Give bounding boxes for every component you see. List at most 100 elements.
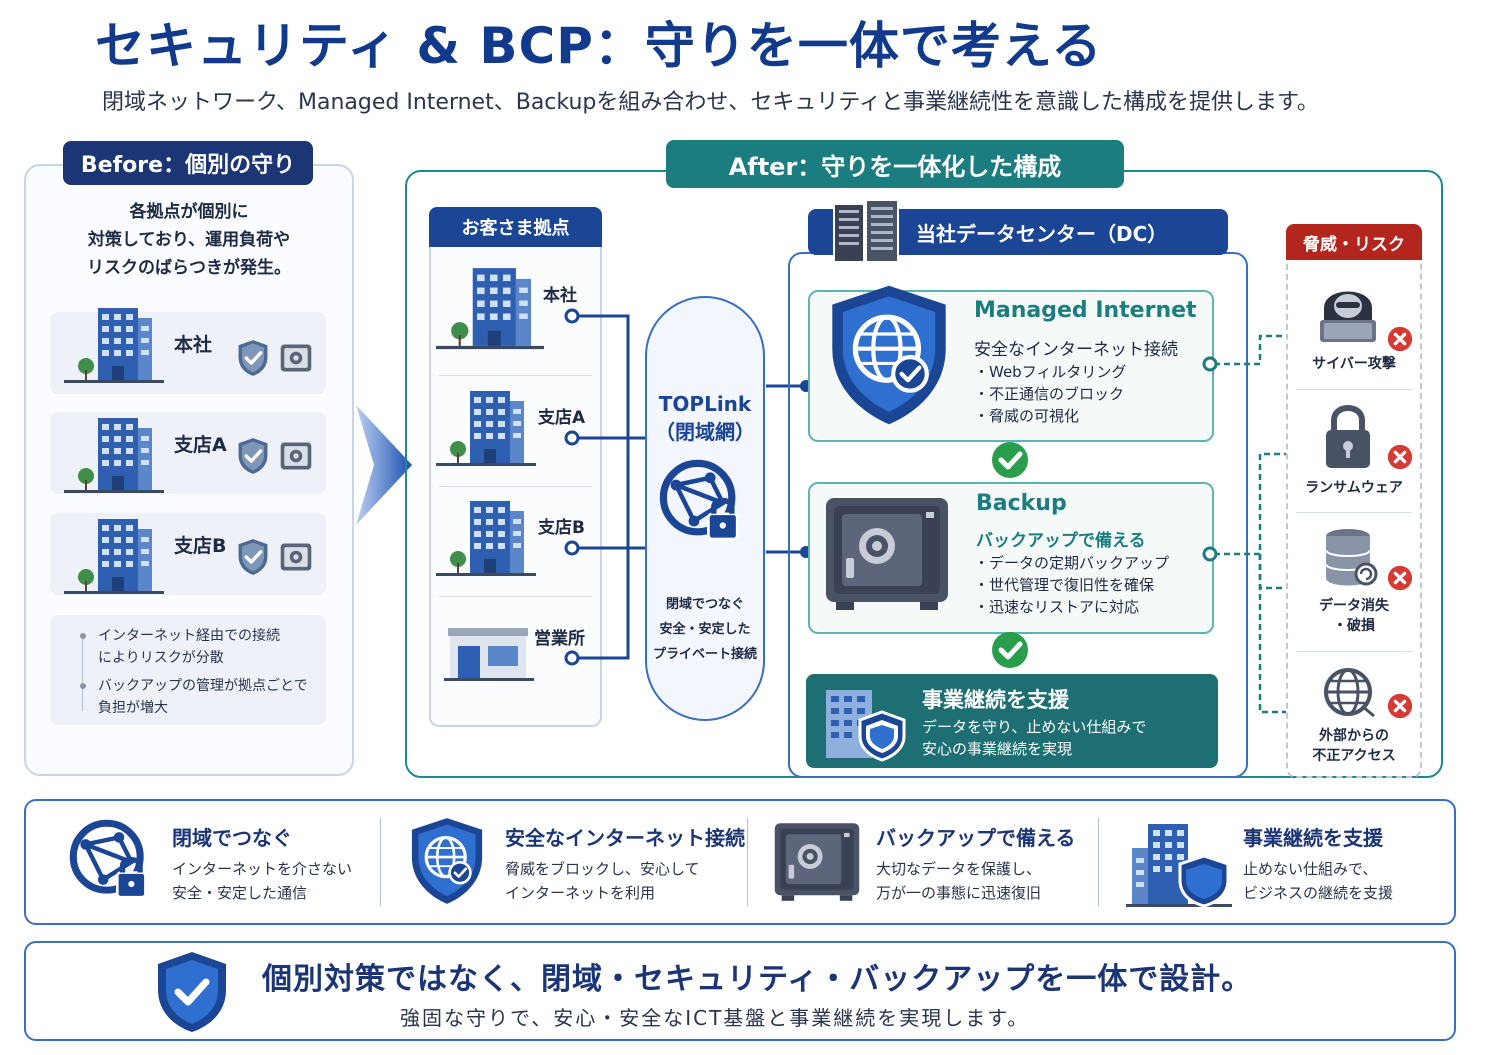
note-line: インターネット経由での接続 <box>98 628 280 644</box>
bullet-item: ・脅威の可視化 <box>974 407 1080 425</box>
customer-sites-header: お客さま拠点 <box>429 207 602 247</box>
hacker-icon <box>1320 291 1376 342</box>
safe-icon <box>278 438 314 474</box>
backup-title: Backup <box>976 491 1067 516</box>
feature-description: インターネットを介さない 安全・安定した通信 <box>172 857 352 905</box>
building-icon <box>436 258 544 356</box>
risk-label-line: ランサムウェア <box>1305 480 1403 496</box>
bullet-item: ・不正通信のブロック <box>974 385 1125 403</box>
shield-check-icon <box>158 952 226 1032</box>
before-desc-line: リスクのばらつきが発生。 <box>87 258 291 278</box>
risk-connector-lines <box>1202 334 1286 714</box>
feature-desc-line: 万が一の事態に迅速復旧 <box>876 884 1042 902</box>
note-line: 負担が増大 <box>98 700 168 716</box>
feature-desc-line: 止めない仕組みで、 <box>1243 860 1378 878</box>
x-circle-icon <box>1386 692 1414 720</box>
risk-header: 脅威・リスク <box>1286 224 1422 260</box>
feature-title: バックアップで備える <box>876 826 1076 850</box>
feature-description: 脅威をブロックし、安心して インターネットを利用 <box>505 857 700 905</box>
before-badge: Before：個別の守り <box>63 141 313 185</box>
toplink-desc-line: 閉域でつなぐ <box>665 597 744 612</box>
managed-internet-bullets: ・Webフィルタリング ・不正通信のブロック ・脅威の可視化 <box>974 361 1126 427</box>
building-icon <box>64 304 164 384</box>
safe-icon <box>278 340 314 376</box>
check-circle-icon <box>990 630 1030 670</box>
building-icon <box>64 515 164 595</box>
divider <box>439 596 592 597</box>
toplink-description: 閉域でつなぐ 安全・安定した プライベート接続 <box>645 592 765 667</box>
before-note: バックアップの管理が拠点ごとで 負担が増大 <box>80 675 316 719</box>
divider <box>439 486 592 487</box>
feature-desc-line: 安全・安定した通信 <box>172 884 308 902</box>
conclusion-sub: 強固な守りで、安心・安全なICT基盤と事業継続を実現します。 <box>400 1006 1030 1030</box>
bc-desc-line: 安心の事業継続を実現 <box>922 740 1073 758</box>
globe-lock-icon <box>68 818 156 906</box>
padlock-icon <box>1326 405 1370 468</box>
globe-icon <box>1324 668 1375 718</box>
toplink-title-line: TOPLink <box>658 392 752 416</box>
risk-label: 外部からの 不正アクセス <box>1286 726 1422 766</box>
connection-lines <box>564 308 812 666</box>
divider <box>1296 389 1412 390</box>
divider <box>747 818 748 906</box>
divider <box>1296 651 1412 652</box>
note-line: によりリスクが分散 <box>98 650 224 666</box>
shield-icon <box>236 436 270 476</box>
check-circle-icon <box>990 440 1030 480</box>
backup-bullets: ・データの定期バックアップ ・世代管理で復旧性を確保 ・迅速なリストアに対応 <box>974 552 1169 618</box>
building-shield-icon <box>1126 824 1232 908</box>
before-desc-line: 各拠点が個別に <box>129 202 249 222</box>
toplink-title-line: （閉域網） <box>655 420 755 444</box>
safe-icon <box>822 494 952 614</box>
backup-subtitle: バックアップで備える <box>976 531 1146 551</box>
feature-desc-line: 大切なデータを保護し、 <box>876 860 1042 878</box>
building-icon <box>436 496 536 578</box>
before-site-name: 支店B <box>174 535 227 557</box>
bullet-item: ・データの定期バックアップ <box>974 554 1170 572</box>
x-circle-icon <box>1386 325 1414 353</box>
page-title: セキュリティ & BCP：守りを一体で考える <box>95 17 1103 75</box>
feature-title: 安全なインターネット接続 <box>505 826 745 850</box>
managed-internet-subtitle: 安全なインターネット接続 <box>974 340 1178 360</box>
feature-desc-line: 脅威をブロックし、安心して <box>505 860 700 878</box>
risk-label-line: ・破損 <box>1333 618 1375 634</box>
feature-desc-line: インターネットを介さない <box>172 860 353 878</box>
divider <box>439 375 592 376</box>
risk-label-line: 外部からの <box>1319 728 1389 744</box>
risk-label-line: 不正アクセス <box>1312 748 1396 764</box>
divider <box>1098 818 1099 906</box>
customer-site-name: 支店B <box>538 518 585 538</box>
features-panel <box>24 799 1456 925</box>
building-shield-icon <box>826 690 906 762</box>
feature-desc-line: インターネットを利用 <box>505 884 656 902</box>
arrow-right-icon <box>356 405 412 525</box>
before-site-card: 支店B <box>50 513 326 595</box>
before-notes: インターネット経由での接続 によりリスクが分散 バックアップの管理が拠点ごとで … <box>50 615 326 725</box>
customer-site-name: 営業所 <box>534 629 585 649</box>
feature-desc-line: ビジネスの継続を支援 <box>1243 884 1394 902</box>
divider <box>380 818 381 906</box>
risk-label-line: サイバー攻撃 <box>1312 356 1396 372</box>
customer-site-name: 支店A <box>538 408 586 428</box>
globe-lock-icon <box>658 458 748 548</box>
bc-desc-line: データを守り、止めない仕組みで <box>922 718 1147 736</box>
safe-icon <box>278 539 314 575</box>
feature-description: 止めない仕組みで、 ビジネスの継続を支援 <box>1243 857 1393 905</box>
conclusion-main: 個別対策ではなく、閉域・セキュリティ・バックアップを一体で設計。 <box>262 962 1253 997</box>
after-badge: After：守りを一体化した構成 <box>666 140 1124 188</box>
page-subtitle: 閉域ネットワーク、Managed Internet、Backupを組み合わせ、セ… <box>102 90 1319 115</box>
notes-divider <box>82 635 83 711</box>
risk-label-line: データ消失 <box>1319 598 1389 614</box>
before-note: インターネット経由での接続 によりリスクが分散 <box>80 625 316 669</box>
x-circle-icon <box>1386 564 1414 592</box>
divider <box>1296 512 1412 513</box>
before-description: 各拠点が個別に 対策しており、運用負荷や リスクのばらつきが発生。 <box>60 198 318 282</box>
before-site-card: 支店A <box>50 412 326 494</box>
feature-description: 大切なデータを保護し、 万が一の事態に迅速復旧 <box>876 857 1041 905</box>
conclusion-panel <box>24 941 1456 1041</box>
toplink-desc-line: 安全・安定した <box>659 622 751 637</box>
bullet-item: ・迅速なリストアに対応 <box>974 598 1140 616</box>
building-icon <box>436 386 536 468</box>
database-icon <box>1325 529 1378 586</box>
customer-site-name: 本社 <box>543 286 577 306</box>
